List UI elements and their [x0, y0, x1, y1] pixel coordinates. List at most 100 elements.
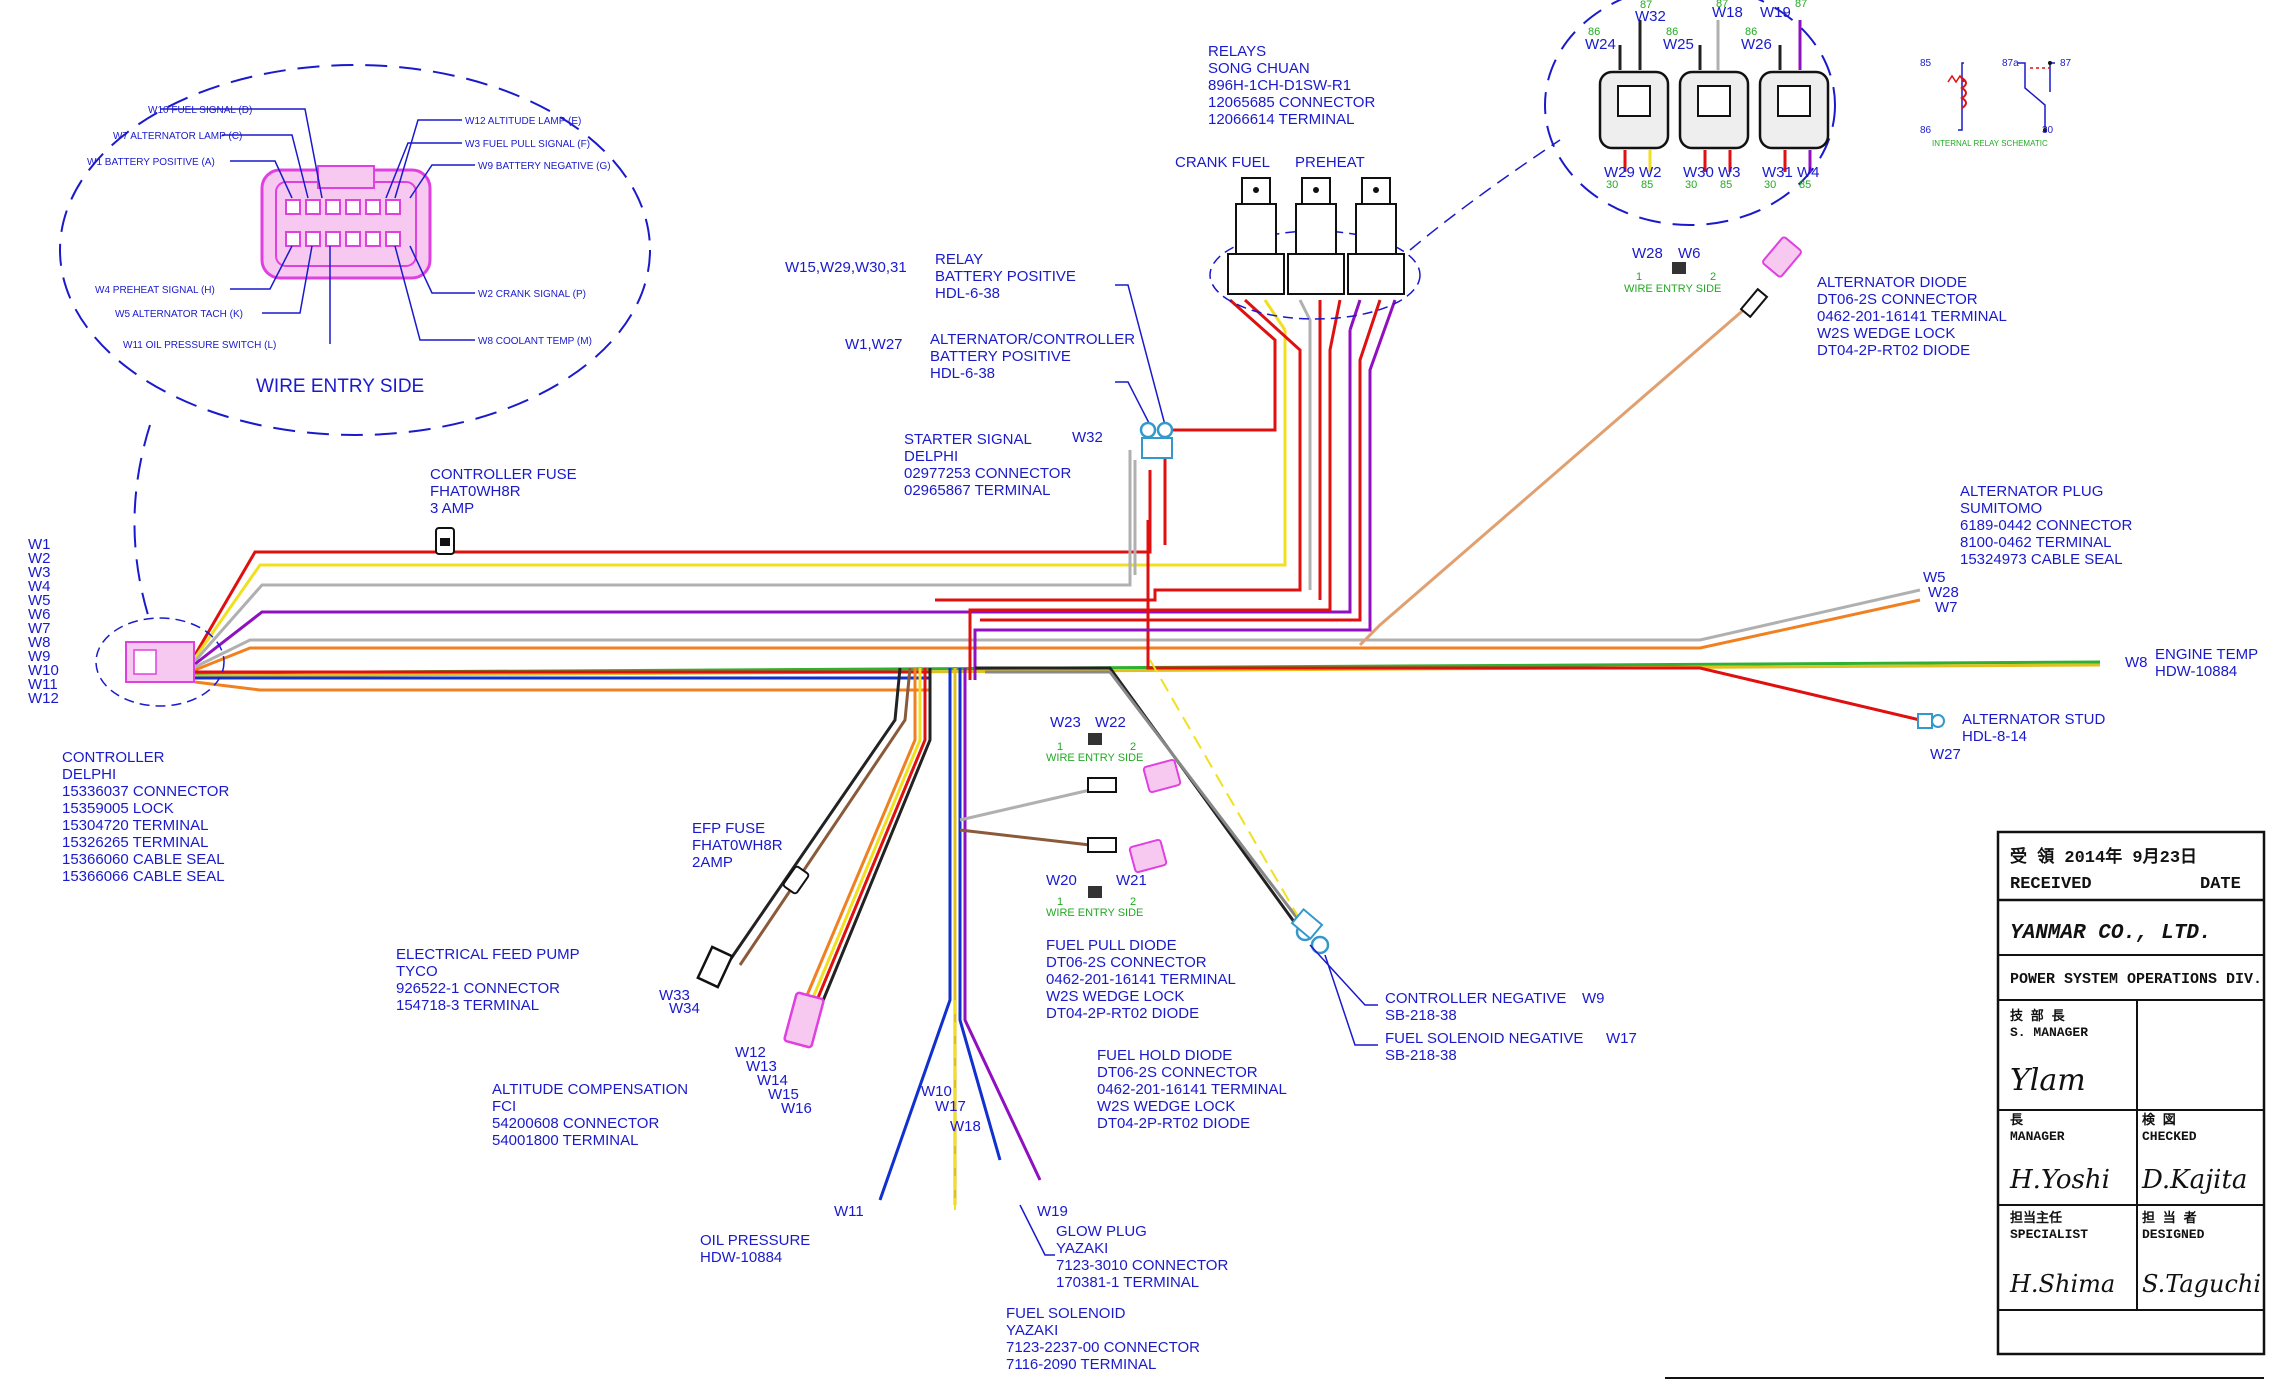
svg-text:W16: W16: [781, 1100, 812, 1117]
svg-text:W22: W22: [1095, 714, 1126, 731]
engine-temp: W8 ENGINE TEMP HDW-10884: [2125, 646, 2258, 680]
controller-connector: [95, 617, 225, 707]
svg-text:30: 30: [2042, 125, 2054, 136]
svg-text:W12: W12: [735, 1044, 766, 1061]
svg-text:W11: W11: [834, 1203, 864, 1220]
svg-text:FCI: FCI: [492, 1098, 516, 1115]
svg-text:15366060 CABLE SEAL: 15366060 CABLE SEAL: [62, 851, 225, 868]
wire-w11: W11: [28, 676, 58, 693]
wire-w2: W2: [28, 550, 51, 567]
svg-text:W15: W15: [768, 1086, 799, 1103]
svg-text:30: 30: [1764, 179, 1776, 191]
svg-text:0462-201-16141 TERMINAL: 0462-201-16141 TERMINAL: [1046, 971, 1236, 988]
svg-text:ENGINE TEMP: ENGINE TEMP: [2155, 646, 2258, 663]
svg-text:EFP FUSE: EFP FUSE: [692, 820, 765, 837]
svg-text:W31: W31: [1762, 164, 1793, 181]
svg-text:85: 85: [1920, 58, 1932, 69]
svg-text:86: 86: [1666, 26, 1678, 38]
svg-text:W18: W18: [950, 1118, 981, 1135]
svg-text:技 部 長: 技 部 長: [2010, 1008, 2066, 1024]
svg-text:W34: W34: [669, 1000, 700, 1017]
svg-text:BATTERY POSITIVE: BATTERY POSITIVE: [935, 268, 1076, 285]
svg-text:FUEL PULL DIODE: FUEL PULL DIODE: [1046, 937, 1177, 954]
signature-4: H.Shima: [2009, 1270, 2115, 1298]
connector-detail-bubble: W10 FUEL SIGNAL (D) W7 ALTERNATOR LAMP (…: [59, 64, 651, 616]
svg-text:W19: W19: [1760, 4, 1791, 21]
alternator-plug: ALTERNATOR PLUG SUMITOMO 6189-0442 CONNE…: [1923, 483, 2132, 616]
wire-w10: W10: [28, 662, 59, 679]
svg-text:30: 30: [1606, 179, 1618, 191]
svg-text:W23: W23: [1050, 714, 1081, 731]
svg-text:ALTITUDE COMPENSATION: ALTITUDE COMPENSATION: [492, 1081, 688, 1098]
svg-text:ELECTRICAL FEED PUMP: ELECTRICAL FEED PUMP: [396, 946, 580, 963]
svg-text:CONTROLLER: CONTROLLER: [62, 749, 165, 766]
pin-label-w7: W7 ALTERNATOR LAMP (C): [113, 131, 242, 142]
relay-detail: W32 W18 W19 87 87 87 86 86 86 W24 W25 W2…: [1544, 0, 2072, 226]
altitude-compensation: W12 W13 W14 W15 W16 ALTITUDE COMPENSATIO…: [492, 991, 825, 1149]
pin-label-w8: W8 COOLANT TEMP (M): [478, 336, 592, 347]
svg-text:担当主任: 担当主任: [2010, 1210, 2062, 1226]
pin-label-w2: W2 CRANK SIGNAL (P): [478, 289, 586, 300]
svg-text:7123-2237-00 CONNECTOR: 7123-2237-00 CONNECTOR: [1006, 1339, 1200, 1356]
svg-text:FHAT0WH8R: FHAT0WH8R: [430, 483, 521, 500]
wire-entry-caption: WIRE ENTRY SIDE: [256, 376, 424, 397]
svg-text:W30: W30: [1683, 164, 1714, 181]
svg-text:W14: W14: [757, 1072, 788, 1089]
svg-text:87: 87: [1795, 0, 1807, 10]
wire-w6: W6: [28, 606, 51, 623]
svg-text:W2: W2: [1639, 164, 1662, 181]
svg-text:W10: W10: [921, 1083, 952, 1100]
svg-text:DT04-2P-RT02 DIODE: DT04-2P-RT02 DIODE: [1817, 342, 1970, 359]
wire-w9: W9: [28, 648, 51, 665]
controller-fuse: CONTROLLER FUSE FHAT0WH8R 3 AMP: [430, 466, 577, 555]
harness-wires: [193, 298, 2101, 1210]
svg-text:HDL-6-38: HDL-6-38: [935, 285, 1000, 302]
wire-w1: W1: [28, 536, 51, 553]
svg-text:FUEL SOLENOID NEGATIVE: FUEL SOLENOID NEGATIVE: [1385, 1030, 1583, 1047]
svg-text:2: 2: [1130, 741, 1136, 753]
received-stamp: 受 領 2014年 9月23日: [2010, 846, 2197, 868]
svg-text:8100-0462 TERMINAL: 8100-0462 TERMINAL: [1960, 534, 2111, 551]
controller-text: CONTROLLER DELPHI 15336037 CONNECTOR 153…: [62, 749, 229, 885]
svg-text:87a: 87a: [2002, 58, 2019, 69]
svg-text:87: 87: [1640, 0, 1652, 11]
signature-5: S.Taguchi: [2142, 1270, 2261, 1298]
pin-label-w10: W10 FUEL SIGNAL (D): [148, 105, 252, 116]
svg-text:170381-1 TERMINAL: 170381-1 TERMINAL: [1056, 1274, 1199, 1291]
svg-text:DT04-2P-RT02 DIODE: DT04-2P-RT02 DIODE: [1097, 1115, 1250, 1132]
svg-text:15359005 LOCK: 15359005 LOCK: [62, 800, 174, 817]
svg-text:FUEL HOLD DIODE: FUEL HOLD DIODE: [1097, 1047, 1232, 1064]
svg-text:W33: W33: [659, 987, 690, 1004]
pin-label-w3: W3 FUEL PULL SIGNAL (F): [465, 139, 590, 150]
svg-text:BATTERY POSITIVE: BATTERY POSITIVE: [930, 348, 1071, 365]
fuel-hold-diode: FUEL HOLD DIODE DT06-2S CONNECTOR 0462-2…: [1097, 1047, 1287, 1132]
svg-text:W1,W27: W1,W27: [845, 336, 903, 353]
svg-text:0462-201-16141 TERMINAL: 0462-201-16141 TERMINAL: [1817, 308, 2007, 325]
svg-text:2AMP: 2AMP: [692, 854, 733, 871]
svg-text:7123-3010 CONNECTOR: 7123-3010 CONNECTOR: [1056, 1257, 1228, 1274]
svg-text:SPECIALIST: SPECIALIST: [2010, 1227, 2088, 1242]
pin-label-w4: W4 PREHEAT SIGNAL (H): [95, 285, 215, 296]
svg-text:85: 85: [1720, 179, 1732, 191]
svg-text:GLOW PLUG: GLOW PLUG: [1056, 1223, 1147, 1240]
svg-text:CHECKED: CHECKED: [2142, 1129, 2197, 1144]
svg-text:STARTER SIGNAL: STARTER SIGNAL: [904, 431, 1032, 448]
svg-text:896H-1CH-D1SW-R1: 896H-1CH-D1SW-R1: [1208, 77, 1351, 94]
svg-text:W2S WEDGE LOCK: W2S WEDGE LOCK: [1817, 325, 1955, 342]
svg-text:W18: W18: [1712, 4, 1743, 21]
svg-text:CONTROLLER FUSE: CONTROLLER FUSE: [430, 466, 577, 483]
svg-text:DESIGNED: DESIGNED: [2142, 1227, 2205, 1242]
svg-text:W29: W29: [1604, 164, 1635, 181]
signature-3: D.Kajita: [2141, 1165, 2247, 1195]
svg-text:HDL-8-14: HDL-8-14: [1962, 728, 2027, 745]
fuel-pull-connectors: W23 W22 1 2 WIRE ENTRY SIDE W20 W21 1 2 …: [1046, 714, 1182, 919]
svg-text:W15,W29,W30,31: W15,W29,W30,31: [785, 259, 907, 276]
svg-text:15324973 CABLE SEAL: 15324973 CABLE SEAL: [1960, 551, 2123, 568]
svg-text:W26: W26: [1741, 36, 1772, 53]
svg-text:W4: W4: [1797, 164, 1820, 181]
svg-text:W2S WEDGE LOCK: W2S WEDGE LOCK: [1046, 988, 1184, 1005]
svg-text:W24: W24: [1585, 36, 1616, 53]
svg-text:S. MANAGER: S. MANAGER: [2010, 1025, 2088, 1040]
svg-text:RELAYS: RELAYS: [1208, 43, 1266, 60]
wire-w8: W8: [28, 634, 51, 651]
